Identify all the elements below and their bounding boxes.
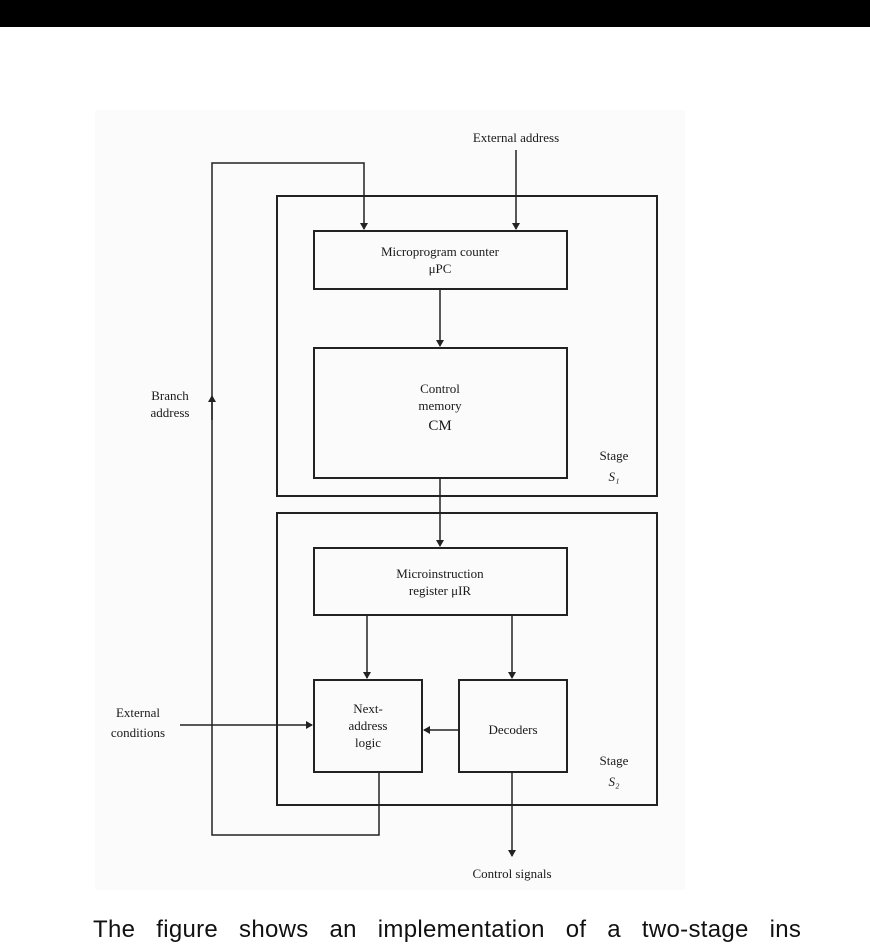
next-address-label-1: Next- — [353, 701, 383, 716]
upc-label: μPC — [429, 261, 452, 276]
caption-text: The figure shows an implementation of a … — [93, 916, 802, 943]
branch-feedback-line — [211, 396, 380, 836]
control-memory-label-2: memory — [418, 398, 462, 413]
microprogram-counter-box — [313, 230, 568, 290]
next-address-logic-box — [313, 679, 423, 773]
external-conditions-label-2: conditions — [111, 725, 165, 740]
branch-top-line — [211, 162, 368, 396]
microprogram-counter-label: Microprogram counter — [381, 244, 500, 259]
decoders-label: Decoders — [488, 722, 537, 737]
stage-s2-box — [276, 512, 658, 806]
diagram-background — [95, 110, 685, 890]
next-address-label-2: address — [349, 718, 388, 733]
control-signals-label: Control signals — [472, 866, 551, 881]
stage-s1-box — [276, 195, 658, 497]
control-memory-label-1: Control — [420, 381, 460, 396]
control-memory-box — [313, 347, 568, 479]
branch-address-label-2: address — [151, 405, 190, 420]
external-conditions-label-1: External — [116, 705, 160, 720]
stage-s2-label: Stage — [600, 753, 629, 768]
microinstruction-register-box — [313, 547, 568, 616]
stage-s2-symbol: S₂ — [608, 774, 620, 789]
microinstruction-label-1: Microinstruction — [396, 566, 484, 581]
decoders-box — [458, 679, 568, 773]
control-memory-label-3: CM — [428, 418, 451, 434]
external-address-label: External address — [473, 130, 559, 145]
stage-s1-symbol: S₁ — [608, 469, 619, 484]
next-address-label-3: logic — [355, 735, 381, 750]
stage-s1-label: Stage — [600, 448, 629, 463]
branch-address-label-1: Branch — [151, 388, 189, 403]
top-black-bar — [0, 0, 870, 27]
microinstruction-label-2: register μIR — [409, 583, 472, 598]
